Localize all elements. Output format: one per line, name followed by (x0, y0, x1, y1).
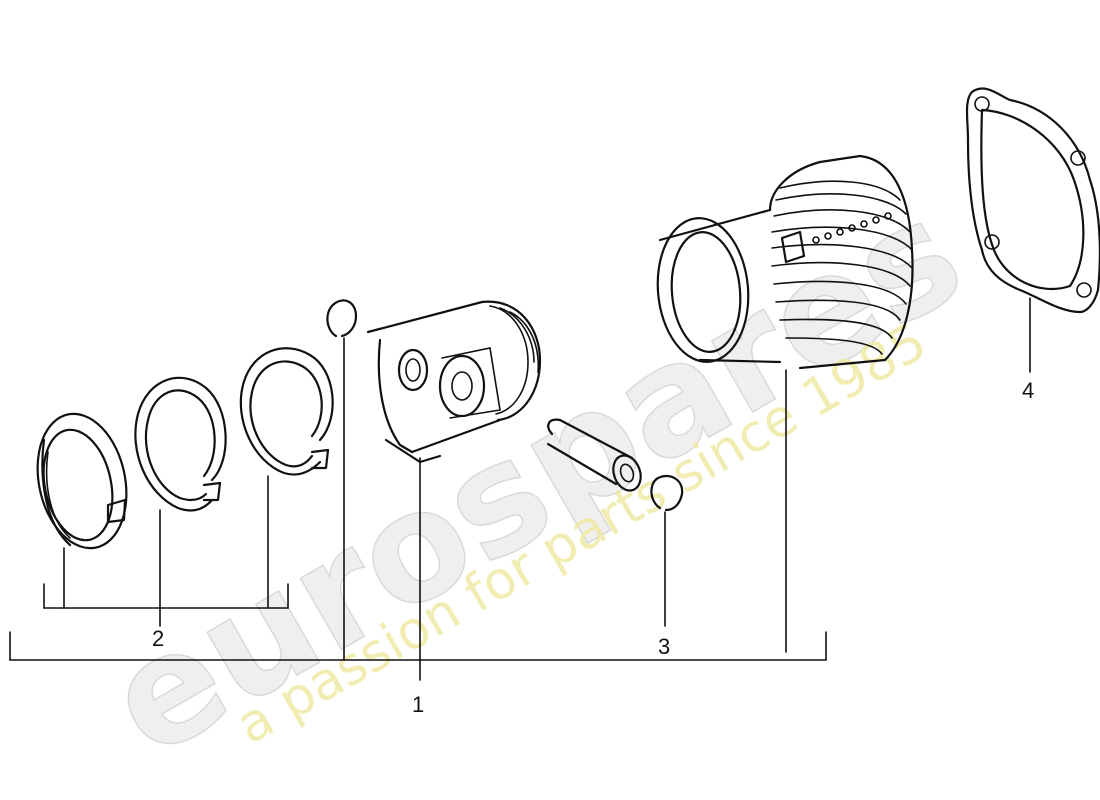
compression-ring-lower (134, 376, 227, 512)
piston (366, 300, 542, 464)
circlip-left (326, 299, 358, 338)
callouts: 1 2 3 4 (152, 378, 1034, 717)
watermark-brand: eurospares (81, 166, 989, 791)
callout-2: 2 (152, 626, 164, 651)
circlip-right (650, 474, 684, 512)
callout-1: 1 (412, 692, 424, 717)
callout-4: 4 (1022, 378, 1034, 403)
piston-pin (546, 418, 642, 492)
callout-3: 3 (658, 634, 670, 659)
compression-ring-upper (239, 347, 334, 476)
cylinder (656, 154, 914, 370)
gasket (965, 87, 1100, 314)
oil-ring (36, 412, 128, 550)
watermark: eurospares a passion for parts since 198… (80, 166, 990, 792)
leader-lines (9, 297, 1031, 681)
